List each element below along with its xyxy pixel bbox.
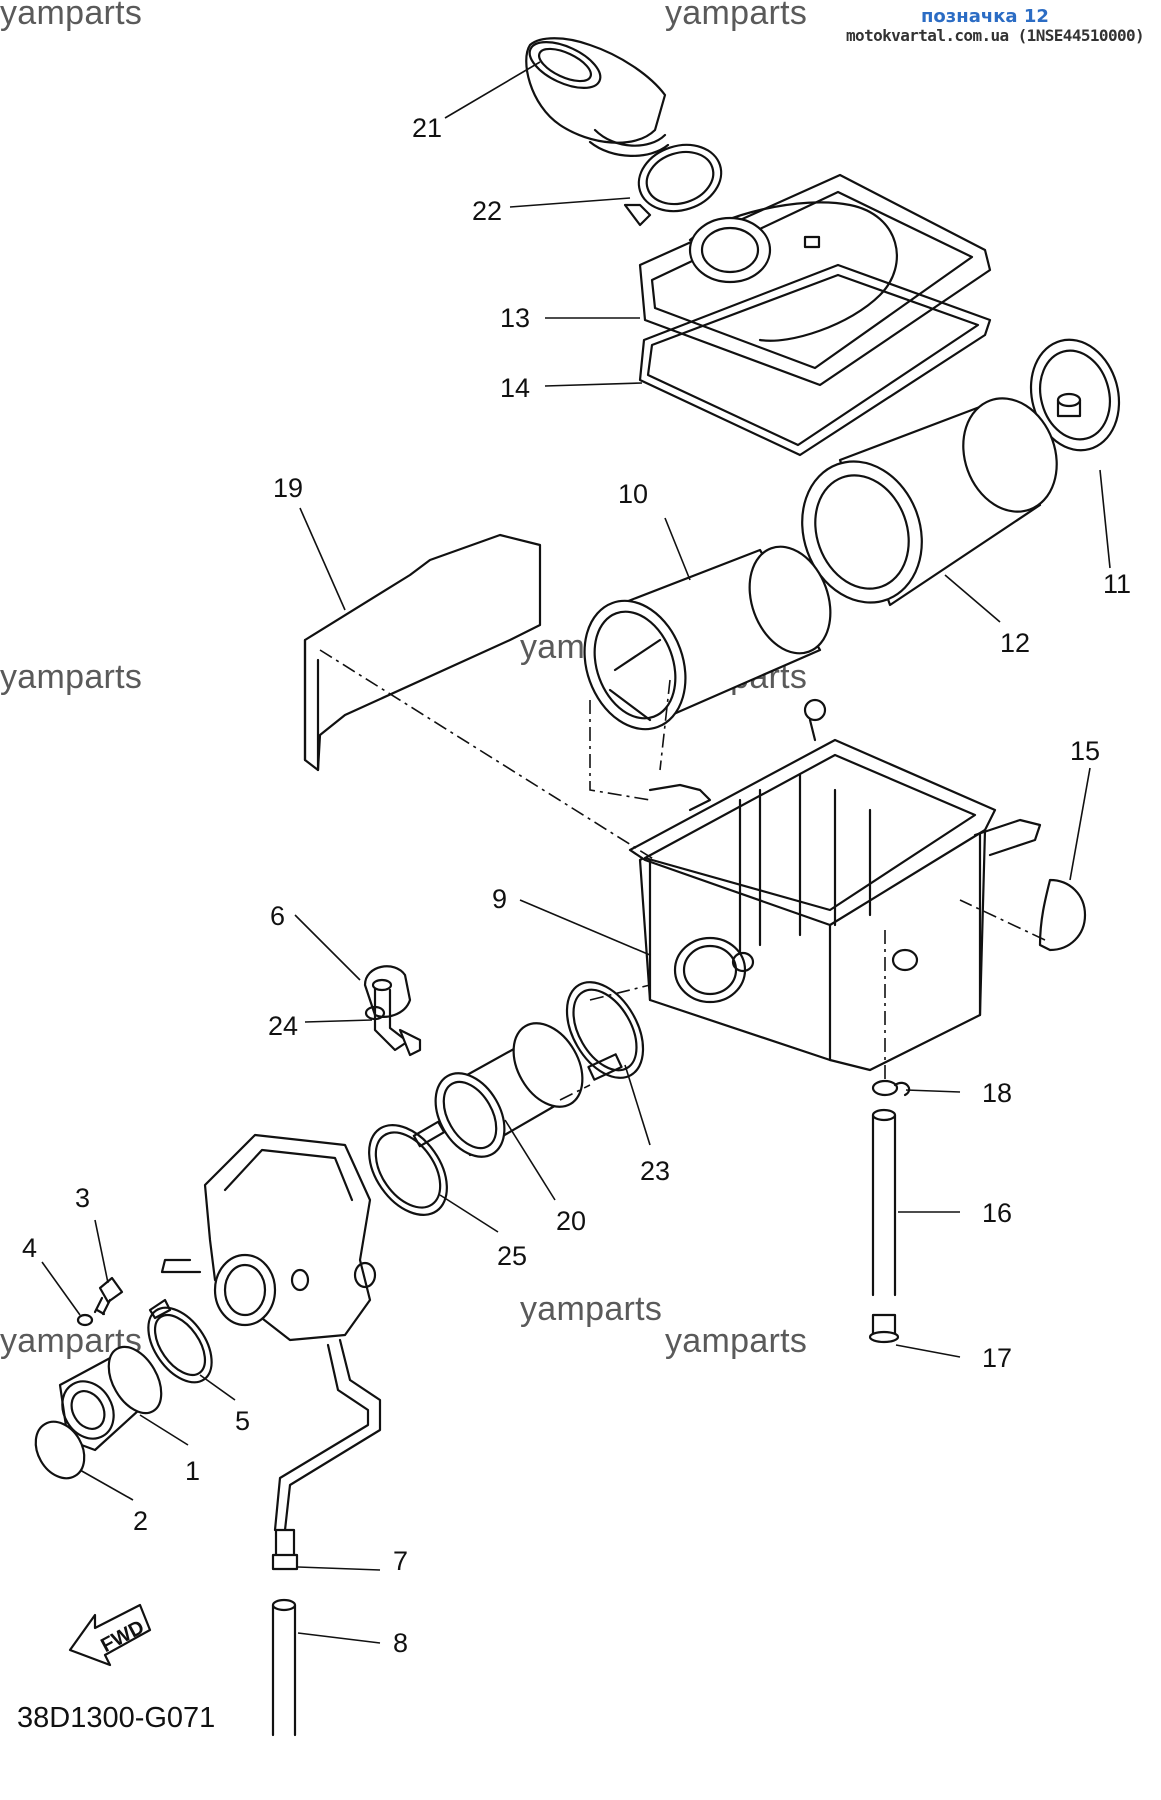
callout-24: 24 [268,1011,298,1041]
callout-12: 12 [1000,628,1030,658]
retaining-clip-part [1038,878,1087,952]
leader-line [544,382,643,387]
leader-line [299,507,346,611]
guide-line [559,1084,591,1101]
callout-10: 10 [618,479,648,509]
leader-line [439,1194,499,1233]
callout-18: 18 [982,1078,1012,1108]
callout-4: 4 [22,1233,37,1263]
gasket-part [638,263,992,457]
callout-17: 17 [982,1343,1012,1373]
leader-line [139,1414,189,1446]
guide-line [659,679,671,771]
callout-3: 3 [75,1183,90,1213]
leader-line [294,914,361,981]
hose-nipple-part [271,1528,299,1571]
washer-part [76,1313,94,1327]
callout-11: 11 [1103,569,1131,599]
forward-arrow-icon [68,1603,152,1667]
carburetor-assembly [160,1133,382,1532]
leader-line [519,899,651,956]
callout-22: 22 [472,196,502,226]
callout-13: 13 [500,303,530,333]
hose-clamp-part [565,981,645,1081]
breather-hose-part [871,1108,897,1297]
guide-line [319,649,656,861]
leader-line [944,574,1001,623]
callout-23: 23 [640,1156,670,1186]
air-filter-case-part [628,698,1042,1072]
case-cover-plate-part [303,533,542,772]
o-ring-part [34,1420,86,1480]
hose-clamp-part [368,1120,448,1216]
callout-15: 15 [1070,736,1100,766]
callout-25: 25 [497,1241,527,1271]
callout-21: 21 [412,113,442,143]
filter-guide-part [583,545,832,731]
leader-line [297,1632,381,1644]
leader-line [297,1566,381,1571]
air-filter-joint-part [434,1022,584,1158]
guide-line [589,700,651,801]
watermark: yamparts [665,0,808,32]
watermark: yamparts [665,1322,808,1360]
callout-16: 16 [982,1198,1012,1228]
callout-5: 5 [235,1406,250,1436]
leader-line [199,1374,236,1401]
watermark: yamparts [0,658,143,696]
drain-hose-part [271,1598,297,1737]
leader-line [664,517,691,581]
guide-line [589,984,651,1001]
header-reference-label: позначка 12 [921,6,1049,27]
watermark: yamparts [0,0,143,32]
leader-line [1069,767,1091,881]
hose-clamp-part [147,1298,213,1384]
leader-line [94,1219,109,1284]
leader-line [79,1469,134,1501]
leader-line [304,1019,373,1023]
watermark: yamparts [520,1290,663,1328]
bolt-part [93,1276,124,1316]
diagram-code: 38D1300-G071 [17,1702,216,1734]
leader-line [1099,469,1111,569]
callout-1: 1 [185,1456,200,1486]
leader-line [444,61,541,119]
callout-20: 20 [556,1206,586,1236]
leader-line [504,1119,556,1201]
leader-line [624,1064,651,1146]
callout-6: 6 [270,901,285,931]
leader-line [41,1261,81,1316]
leader-line [905,1089,961,1093]
callout-7: 7 [393,1546,408,1576]
filter-end-cap-part [1029,338,1121,452]
air-filter-case-cap-part [638,173,992,387]
intake-duct-part [525,37,670,157]
plug-part [868,1313,900,1344]
hose-clip-part [871,1079,911,1097]
guide-line [959,899,1046,941]
air-filter-element-part [801,397,1058,607]
carburetor-joint-part [58,1345,163,1452]
drain-cap-part [363,965,412,1021]
leader-line [509,197,631,208]
leader-line [895,1344,961,1358]
header-source-line: motokvartal.com.ua (1NSE44510000) [846,26,1145,45]
callout-2: 2 [133,1506,148,1536]
callout-14: 14 [500,373,530,403]
callout-19: 19 [273,473,303,503]
callout-9: 9 [492,884,507,914]
callout-8: 8 [393,1628,408,1658]
hose-clamp-part [623,143,723,227]
elbow-joint-part [371,978,422,1057]
